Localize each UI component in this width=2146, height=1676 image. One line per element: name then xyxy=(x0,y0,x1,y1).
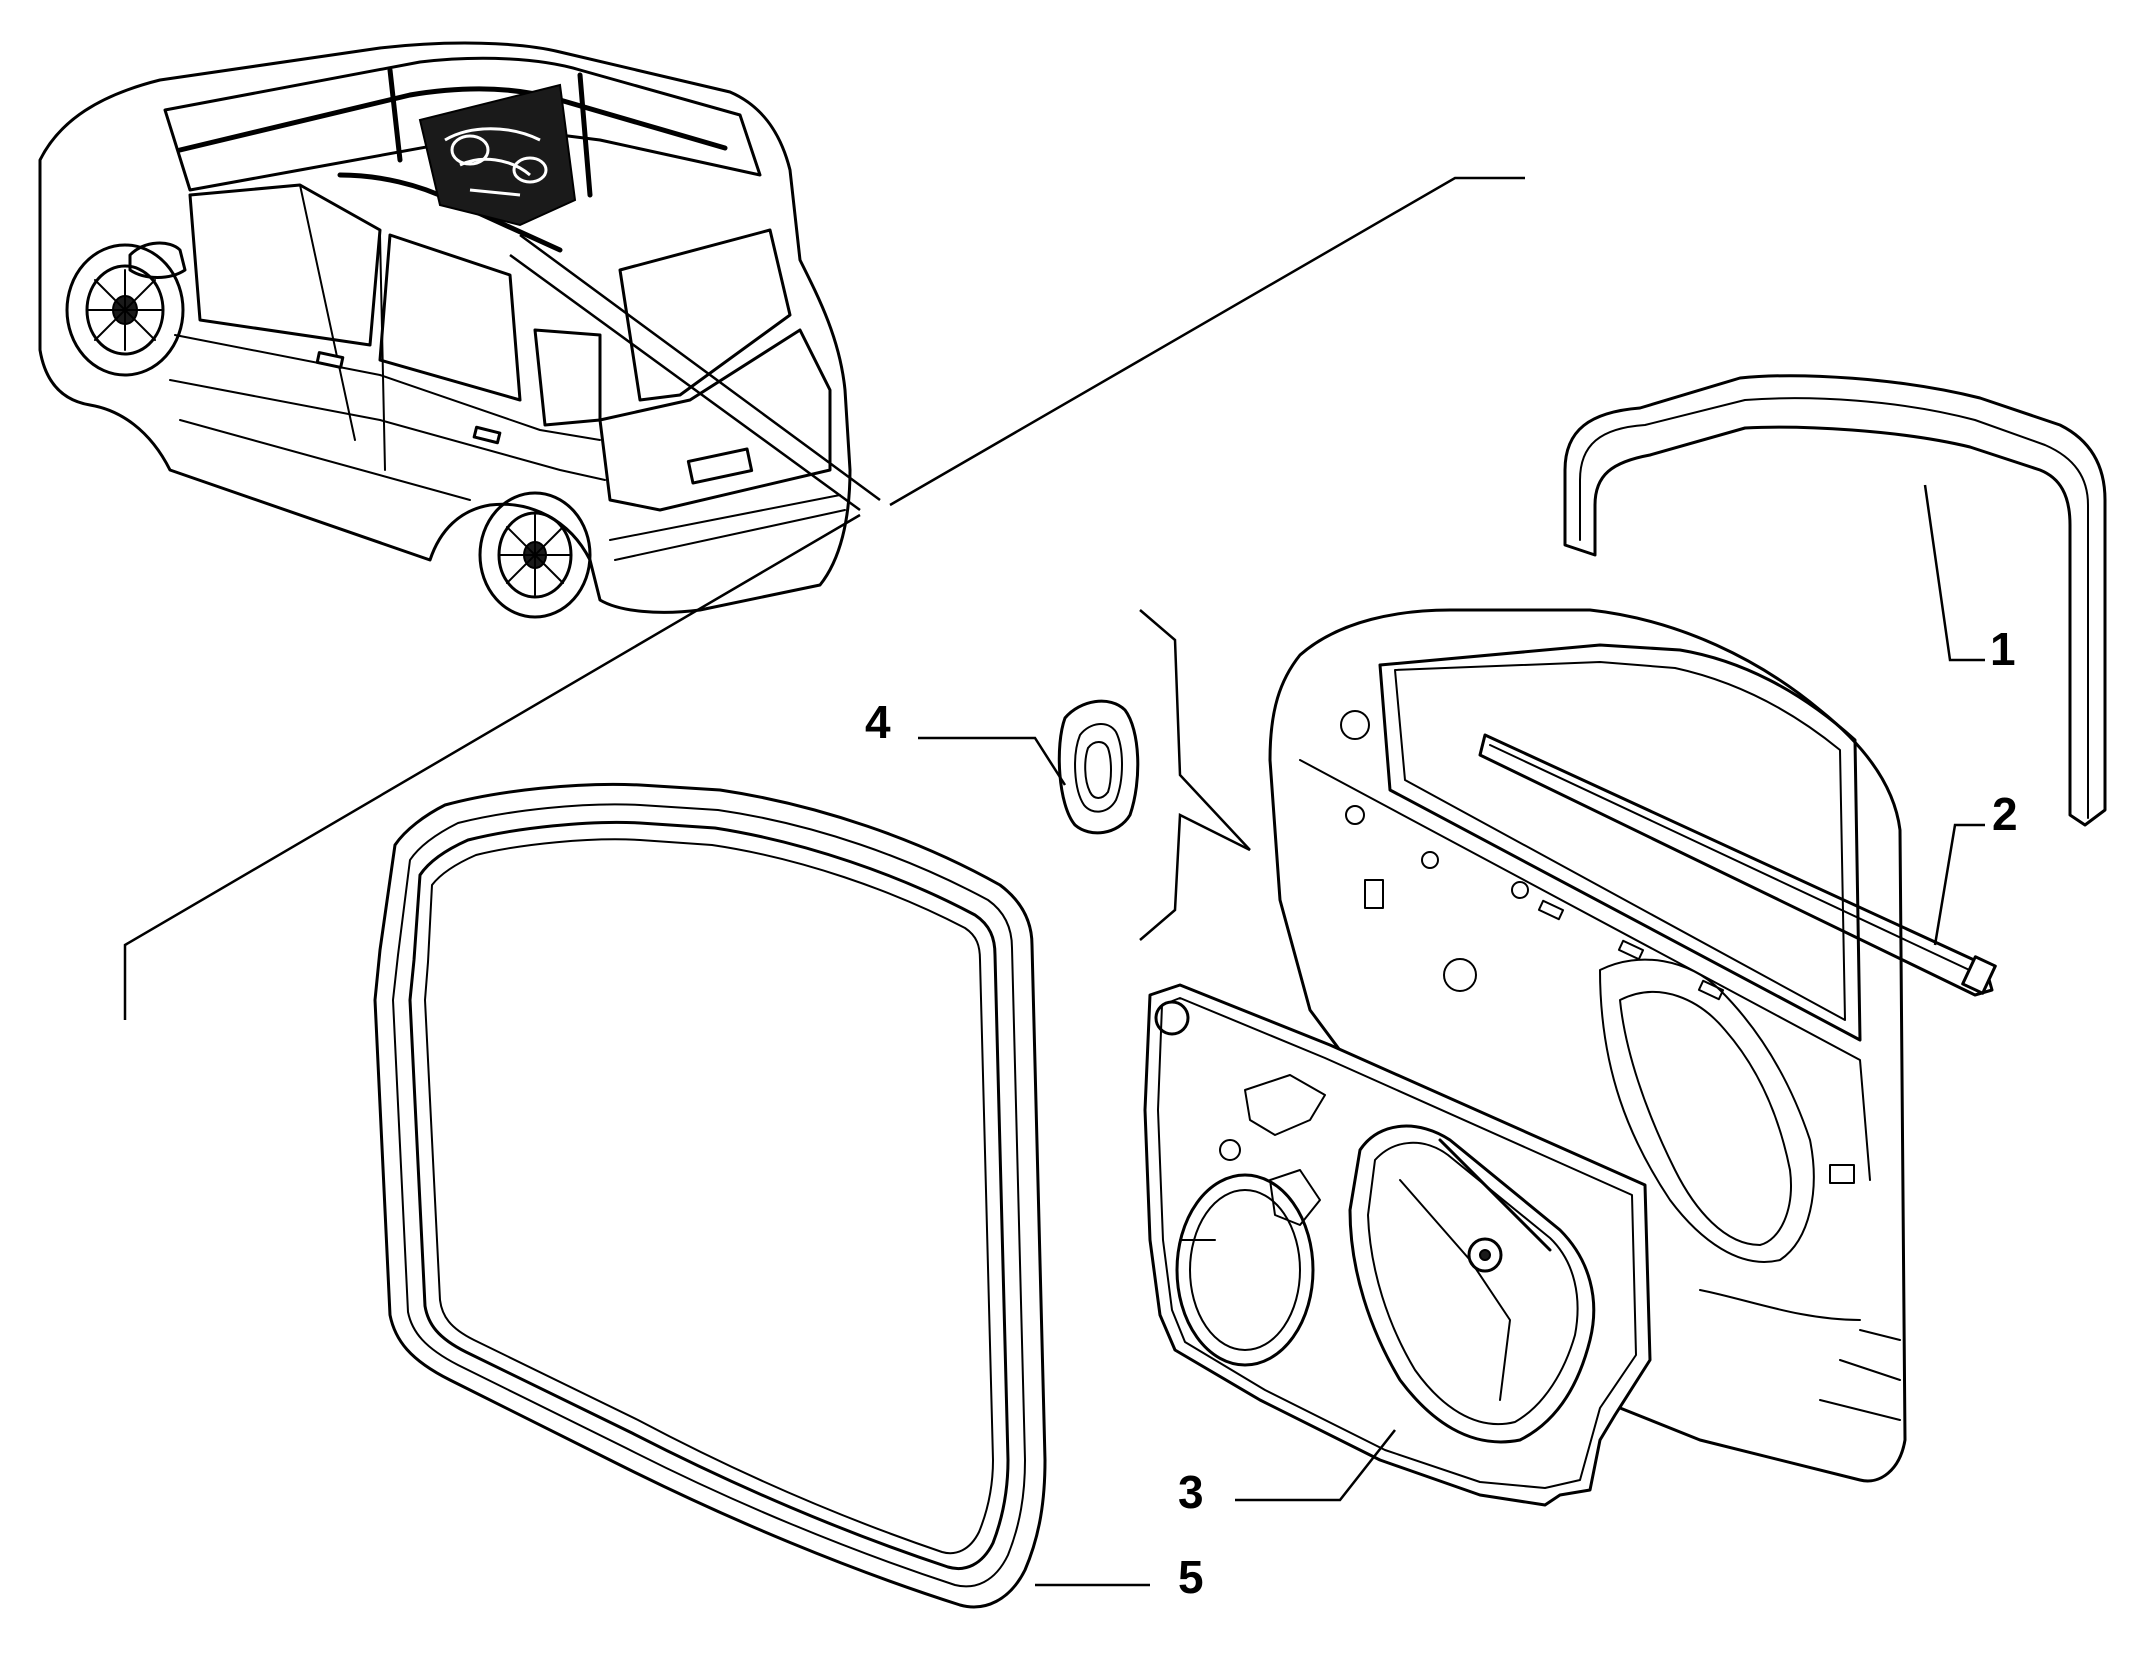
callout-4: 4 xyxy=(865,696,1067,786)
callout-1: 1 xyxy=(1923,484,2016,675)
vehicle-overview xyxy=(38,41,852,619)
callout-label-2: 2 xyxy=(1992,788,2018,840)
callout-label-3: 3 xyxy=(1178,1466,1204,1518)
bracket-lines xyxy=(1139,609,1251,941)
part-door-opening-seal xyxy=(373,782,1047,1609)
callout-label-4: 4 xyxy=(865,696,891,748)
callout-3: 3 xyxy=(1178,1429,1396,1518)
door-shell xyxy=(1268,608,1907,1483)
callout-2: 2 xyxy=(1933,788,2018,946)
front-wheel xyxy=(65,243,185,377)
callout-label-1: 1 xyxy=(1990,623,2016,675)
guide-lines xyxy=(123,176,1525,1020)
callout-label-5: 5 xyxy=(1178,1551,1204,1603)
part-grommet xyxy=(1057,699,1140,835)
part-door-inner-panel xyxy=(1143,983,1652,1507)
part-window-channel-strip xyxy=(1478,733,1997,997)
callout-5: 5 xyxy=(1035,1551,1204,1603)
part-door-frame-seal xyxy=(1563,374,2107,827)
rear-wheel xyxy=(478,491,592,619)
highlighted-door xyxy=(387,67,593,227)
